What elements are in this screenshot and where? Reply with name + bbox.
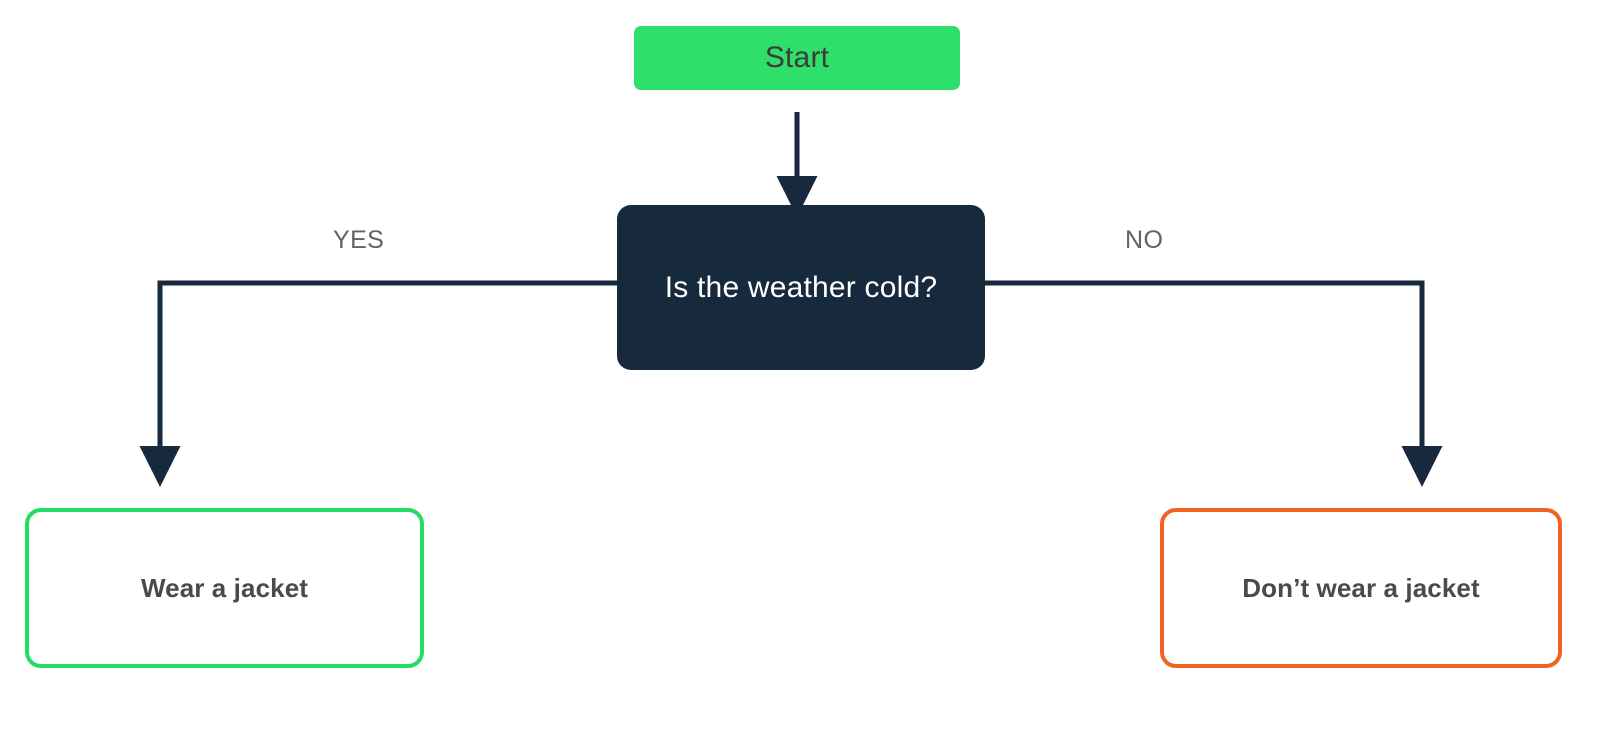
node-start-label: Start <box>764 41 830 74</box>
node-outcome-wear-jacket[interactable]: Wear a jacket <box>25 508 424 668</box>
node-decision-label: Is the weather cold? <box>664 270 938 304</box>
node-outcome-dont-wear-jacket-label: Don’t wear a jacket <box>1242 572 1480 603</box>
edge-decision-to-yes <box>139 280 617 487</box>
edge-label-no: NO <box>1125 226 1164 254</box>
node-outcome-wear-jacket-label: Wear a jacket <box>140 572 309 603</box>
node-start[interactable]: Start <box>634 26 960 90</box>
node-outcome-dont-wear-jacket[interactable]: Don’t wear a jacket <box>1160 508 1562 668</box>
edge-label-yes: YES <box>333 226 385 254</box>
edge-decision-to-no <box>985 280 1443 487</box>
node-decision-weather-cold[interactable]: Is the weather cold? <box>617 205 985 370</box>
